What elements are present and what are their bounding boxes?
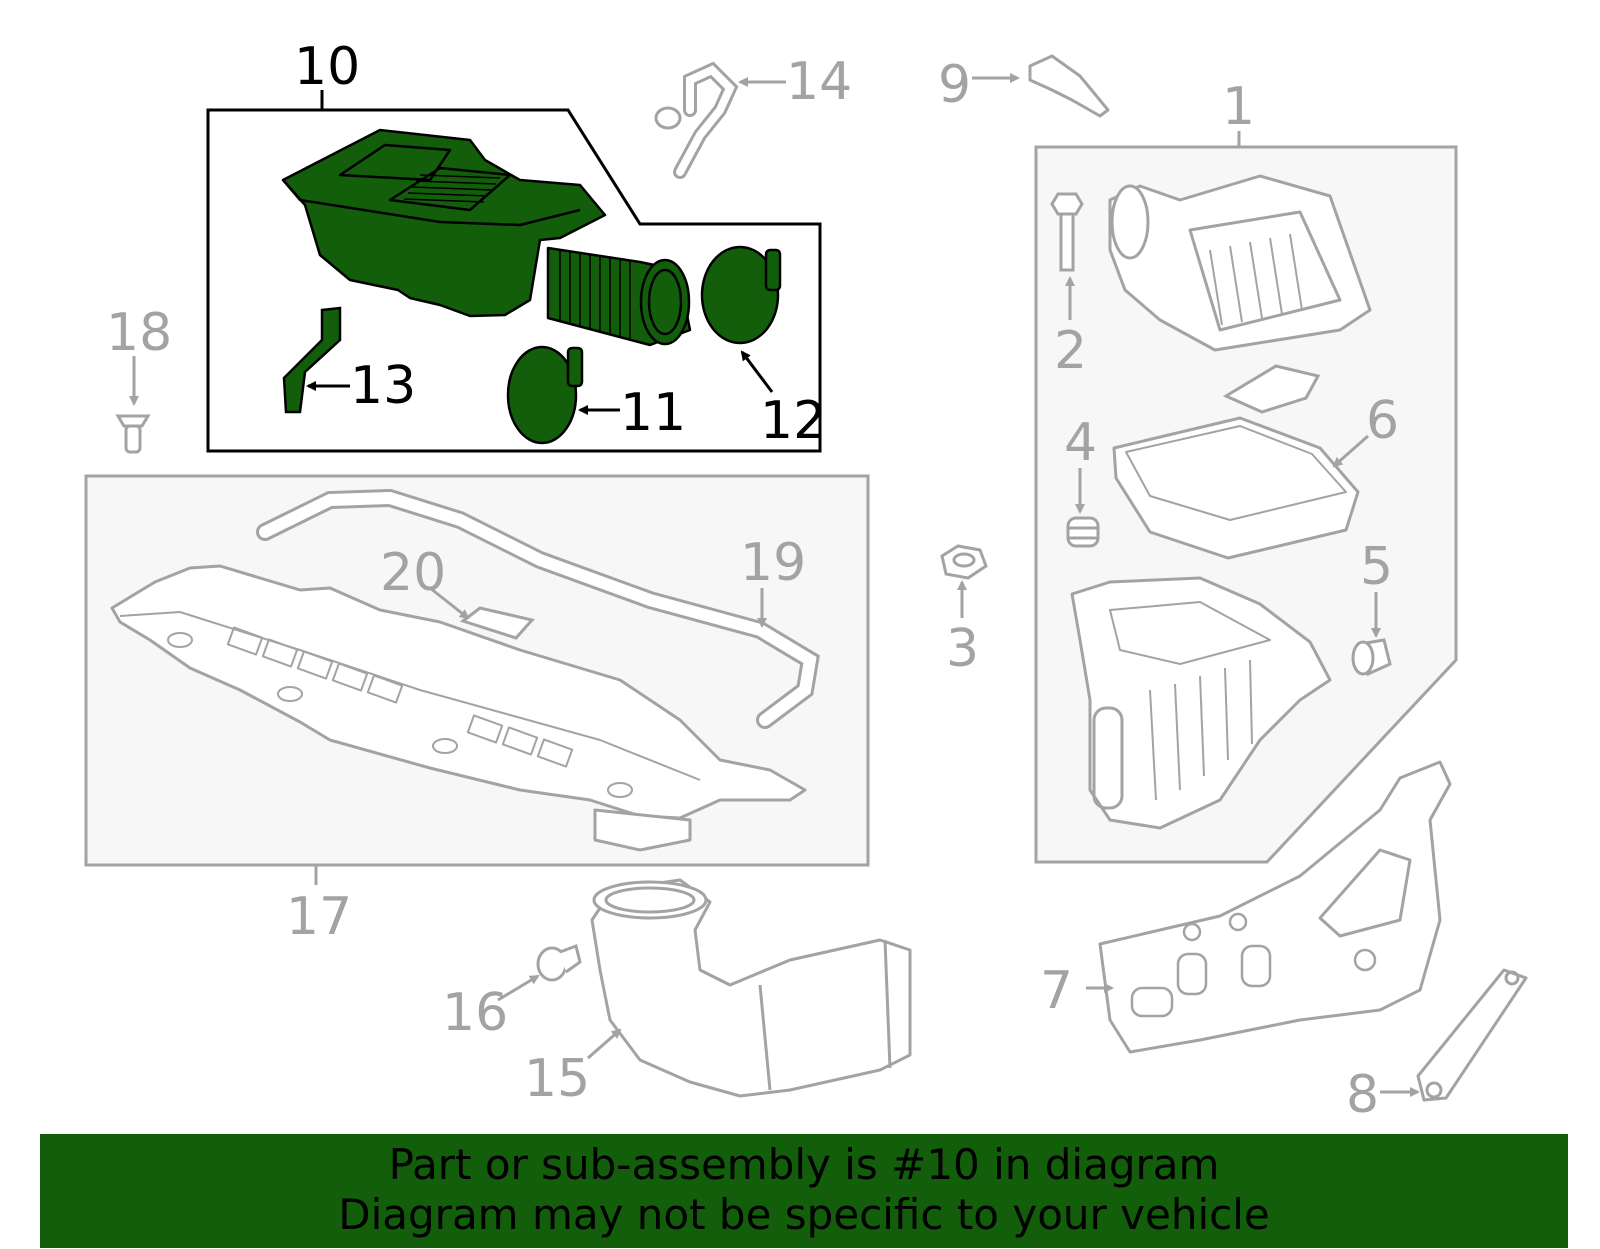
callout-13: 13: [350, 356, 416, 416]
gasket-plate[interactable]: [1222, 364, 1321, 414]
info-banner: Part or sub-assembly is #10 in diagram D…: [40, 1134, 1568, 1248]
callout-15: 15: [524, 1049, 590, 1109]
callout-7: 7: [1040, 961, 1073, 1021]
callout-5: 5: [1360, 537, 1393, 597]
callout-16: 16: [442, 983, 508, 1043]
clamp-part-11[interactable]: [506, 345, 584, 445]
air-cleaner-housing-part-10[interactable]: [281, 128, 692, 347]
bracket-part-7[interactable]: [1098, 760, 1452, 1054]
banner-line-1: Part or sub-assembly is #10 in diagram: [388, 1140, 1220, 1189]
filter-element-part-6[interactable]: [1112, 416, 1360, 560]
bracket-part-13[interactable]: [282, 306, 342, 414]
clip-part-9[interactable]: [1028, 54, 1110, 118]
bolt-part-2[interactable]: [1050, 192, 1084, 272]
callout-14: 14: [786, 52, 852, 112]
callout-18: 18: [106, 303, 172, 363]
callout-8: 8: [1346, 1065, 1379, 1125]
callout-4: 4: [1064, 413, 1097, 473]
brace-part-8[interactable]: [1416, 968, 1528, 1102]
callout-20: 20: [380, 543, 446, 603]
hose-part-14[interactable]: [654, 61, 739, 179]
callout-12: 12: [760, 391, 826, 451]
splash-shield-part-17[interactable]: [110, 564, 807, 852]
clamp-part-12[interactable]: [700, 245, 782, 345]
air-cleaner-cover[interactable]: [1108, 174, 1372, 352]
callout-9: 9: [938, 55, 971, 115]
leader-lines: [129, 73, 1420, 1097]
grommet-part-5[interactable]: [1351, 638, 1392, 677]
callout-10: 10: [294, 37, 360, 97]
callout-17: 17: [286, 887, 352, 947]
callout-6: 6: [1366, 391, 1399, 451]
callout-11: 11: [620, 383, 686, 443]
hose-part-19[interactable]: [256, 488, 820, 729]
label-part-20[interactable]: [459, 606, 535, 640]
callout-1: 1: [1222, 77, 1255, 137]
callout-labels: 10 13 11 12 14 9 1 2 4 6 5 3 18 20 19 17…: [106, 37, 1399, 1125]
leader-lines-highlight: [306, 350, 774, 415]
push-pin-part-18[interactable]: [115, 414, 151, 454]
callout-3: 3: [946, 619, 979, 679]
banner-line-2: Diagram may not be specific to your vehi…: [338, 1190, 1270, 1239]
callout-2: 2: [1054, 321, 1087, 381]
lower-housing[interactable]: [1070, 576, 1332, 830]
nut-part-3[interactable]: [940, 544, 988, 580]
callout-19: 19: [740, 533, 806, 593]
bushing-part-16[interactable]: [536, 944, 582, 982]
grommet-part-4[interactable]: [1066, 516, 1100, 548]
intake-duct-part-15[interactable]: [590, 878, 912, 1098]
